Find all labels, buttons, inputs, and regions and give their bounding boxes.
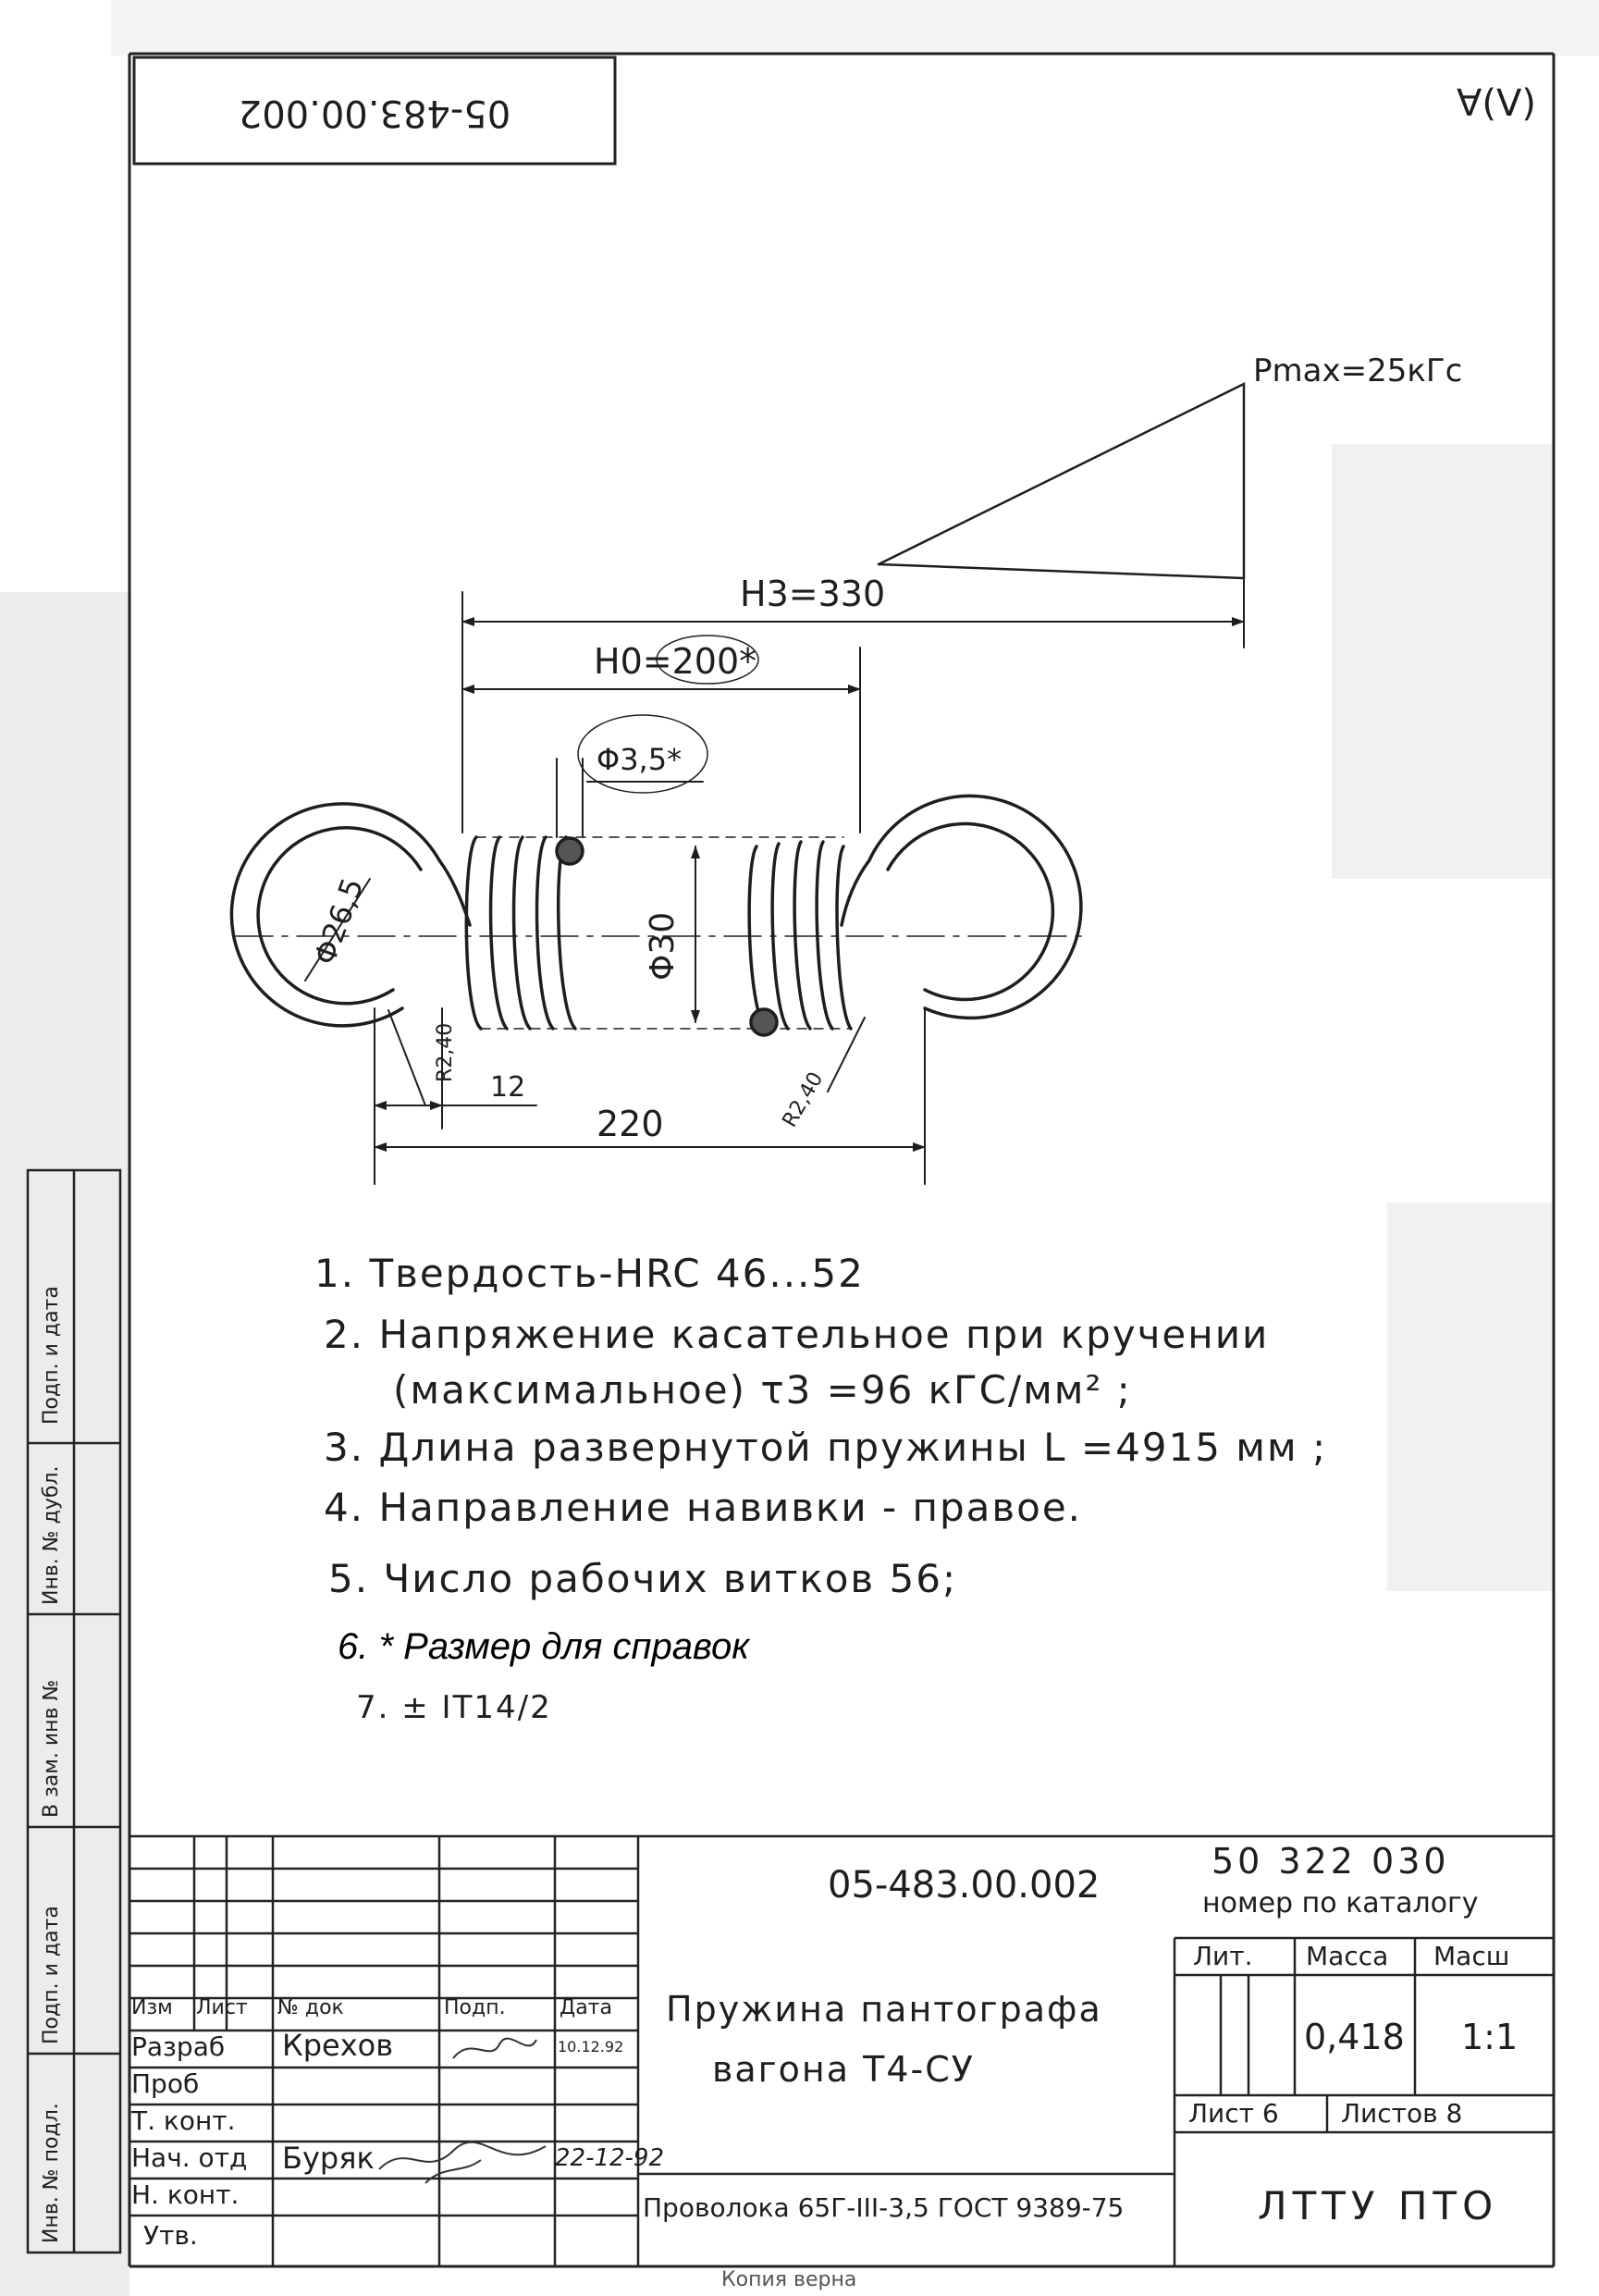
note-number: 7. — [356, 1689, 390, 1726]
header-sign: Подп. — [444, 1996, 506, 2019]
head-date: 22-12-92 — [555, 2144, 665, 2172]
part-title-line1: Пружина пантографа — [666, 1989, 1102, 2030]
h0-label: H0=200* — [594, 641, 756, 682]
part-title-line2: вагона Т4-СУ — [712, 2049, 975, 2090]
load-label: Pmax=25кГс — [1253, 352, 1462, 389]
note-text: Твердость-HRC 46...52 — [369, 1251, 865, 1296]
signature — [452, 2037, 537, 2059]
note-4: 4. Направление навивки - правое. — [324, 1485, 1082, 1530]
side-stamp-label: Инв. № подл. — [40, 2103, 63, 2243]
header-izm: Изм — [131, 1996, 173, 2019]
note-7: 7. ± IT14/2 — [356, 1689, 552, 1726]
eye-diameter-label: Φ26,5 — [307, 873, 371, 969]
h3-label: H3=330 — [740, 574, 885, 614]
stamp-code-inverted: 05-483.00.002 — [239, 92, 510, 134]
scan-shading — [111, 0, 1599, 56]
note-text: (максимальное) τ3 =96 кГС/мм² ; — [393, 1367, 1132, 1413]
designation: 05-483.00.002 — [828, 1864, 1101, 1907]
header-doc: № док — [277, 1996, 344, 2019]
copy-footer: Копия верна — [721, 2268, 857, 2291]
signature — [378, 2141, 547, 2184]
header-list: Лист — [196, 1996, 248, 2019]
note-text: * Размер для справок — [378, 1626, 750, 1667]
mass-value: 0,418 — [1304, 2017, 1405, 2057]
scale-header: Масш — [1433, 1941, 1510, 1971]
role-checker: Проб — [131, 2068, 200, 2099]
coil-diameter-label: Φ30 — [644, 912, 682, 981]
scan-shading — [1387, 1203, 1554, 1591]
role-developer: Разраб — [131, 2031, 226, 2062]
radius-left-label: R2,40 — [434, 1023, 457, 1082]
note-number: 1. — [314, 1251, 356, 1296]
sheet-frame — [128, 52, 1556, 2268]
dim-220-label: 220 — [597, 1104, 664, 1144]
note-text: Длина развернутой пружины L =4915 мм ; — [378, 1425, 1328, 1470]
role-approver: Утв. — [143, 2220, 198, 2251]
role-head-of-dept: Нач. отд — [131, 2142, 248, 2173]
side-stamp-label: Подп. и дата — [40, 1906, 63, 2044]
note-2: 2. Напряжение касательное при кручении — [324, 1312, 1269, 1357]
dim-12-label: 12 — [490, 1071, 525, 1104]
side-stamp-label: Инв. № дубл. — [40, 1465, 63, 1605]
organization: ЛТТУ ПТО — [1258, 2183, 1499, 2228]
note-3: 3. Длина развернутой пружины L =4915 мм … — [324, 1425, 1327, 1470]
lit-header: Лит. — [1193, 1941, 1253, 1971]
note-number: 4. — [324, 1485, 365, 1530]
note-number: 5. — [328, 1556, 370, 1601]
head-name: Буряк — [282, 2141, 375, 2176]
header-date: Дата — [560, 1996, 612, 2019]
note-text: Число рабочих витков 56; — [383, 1556, 958, 1601]
note-1: 1. Твердость-HRC 46...52 — [314, 1251, 865, 1296]
note-text: Напряжение касательное при кручении — [378, 1312, 1270, 1357]
note-number: 2. — [324, 1312, 365, 1357]
mass-header: Масса — [1306, 1941, 1389, 1971]
side-stamp-label: В зам. инв № — [40, 1680, 63, 1818]
catalog-number: 50 322 030 — [1212, 1841, 1450, 1882]
wire-diameter-label: Φ3,5* — [597, 742, 682, 777]
roughness-mark: ∀(V) — [1457, 82, 1536, 125]
scan-shading — [1332, 444, 1554, 879]
note-text: Направление навивки - правое. — [378, 1485, 1083, 1530]
radius-right-label: R2,40 — [779, 1068, 829, 1131]
note-2-continued: (максимальное) τ3 =96 кГС/мм² ; — [393, 1367, 1132, 1413]
scale-value: 1:1 — [1461, 2017, 1519, 2057]
note-5: 5. Число рабочих витков 56; — [328, 1556, 957, 1601]
note-number: 6. — [338, 1626, 369, 1667]
catalog-caption: номер по каталогу — [1202, 1887, 1479, 1920]
spring-drawing — [229, 381, 1246, 1185]
note-text: ± IT14/2 — [401, 1689, 552, 1726]
developer-date: 10.12.92 — [558, 2038, 624, 2055]
note-6: 6. * Размер для справок — [338, 1626, 749, 1668]
sheets-label: Листов 8 — [1341, 2098, 1463, 2129]
role-tech-control: Т. конт. — [131, 2105, 236, 2136]
developer-name: Крехов — [282, 2028, 394, 2063]
material-spec: Проволока 65Г-III-3,5 ГОСТ 9389-75 — [643, 2192, 1125, 2223]
title-block-grid — [129, 1834, 1554, 2266]
side-stamp-label: Подп. и дата — [40, 1286, 63, 1425]
role-norm-control: Н. конт. — [131, 2179, 240, 2210]
sheet-label: Лист 6 — [1188, 2098, 1279, 2129]
side-stamp — [26, 1168, 122, 2254]
note-number: 3. — [324, 1425, 365, 1470]
